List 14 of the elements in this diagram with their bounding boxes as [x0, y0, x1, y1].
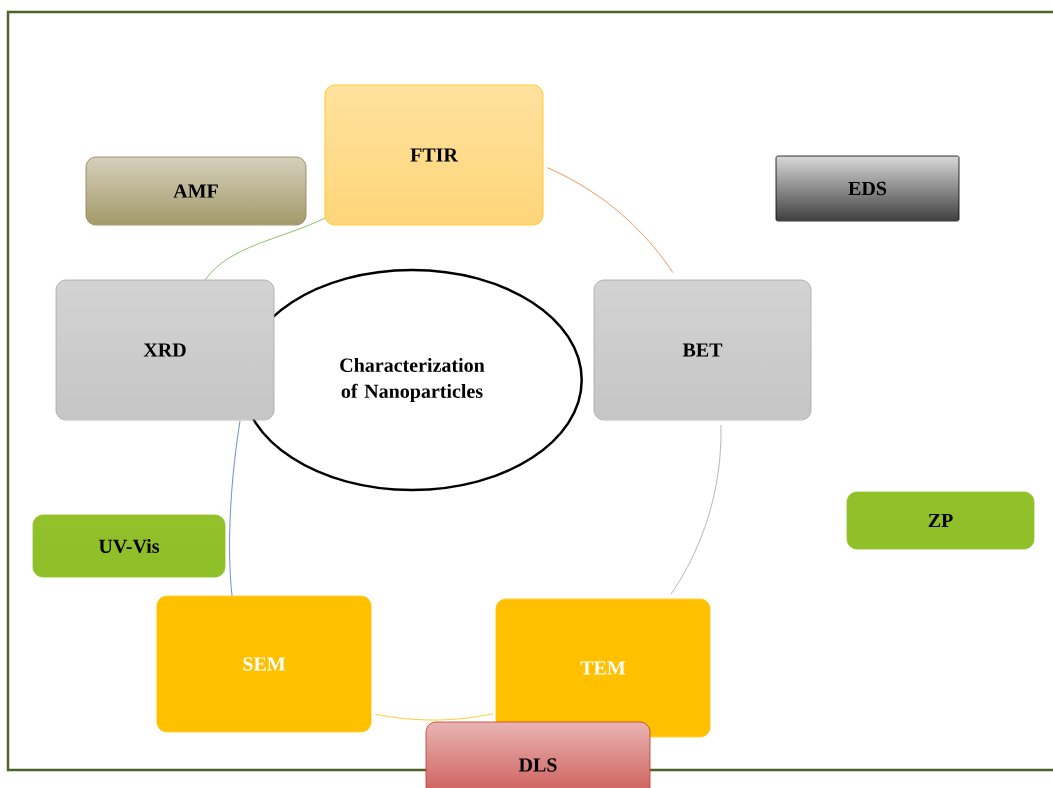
method-box: FTIR [324, 84, 544, 226]
method-box: UV-Vis [32, 514, 226, 578]
connector-arc [670, 424, 722, 595]
method-box: EDS [775, 155, 960, 222]
method-box: BET [593, 279, 812, 421]
connector-arc [547, 167, 674, 273]
connector-arc [229, 420, 241, 597]
method-box: SEM [156, 595, 372, 733]
connector-arc [204, 217, 326, 281]
method-box: ZP [846, 491, 1035, 550]
connector-arc [374, 713, 494, 721]
method-box: XRD [55, 279, 275, 421]
method-box: DLS [425, 721, 651, 788]
method-box: AMF [85, 156, 307, 226]
